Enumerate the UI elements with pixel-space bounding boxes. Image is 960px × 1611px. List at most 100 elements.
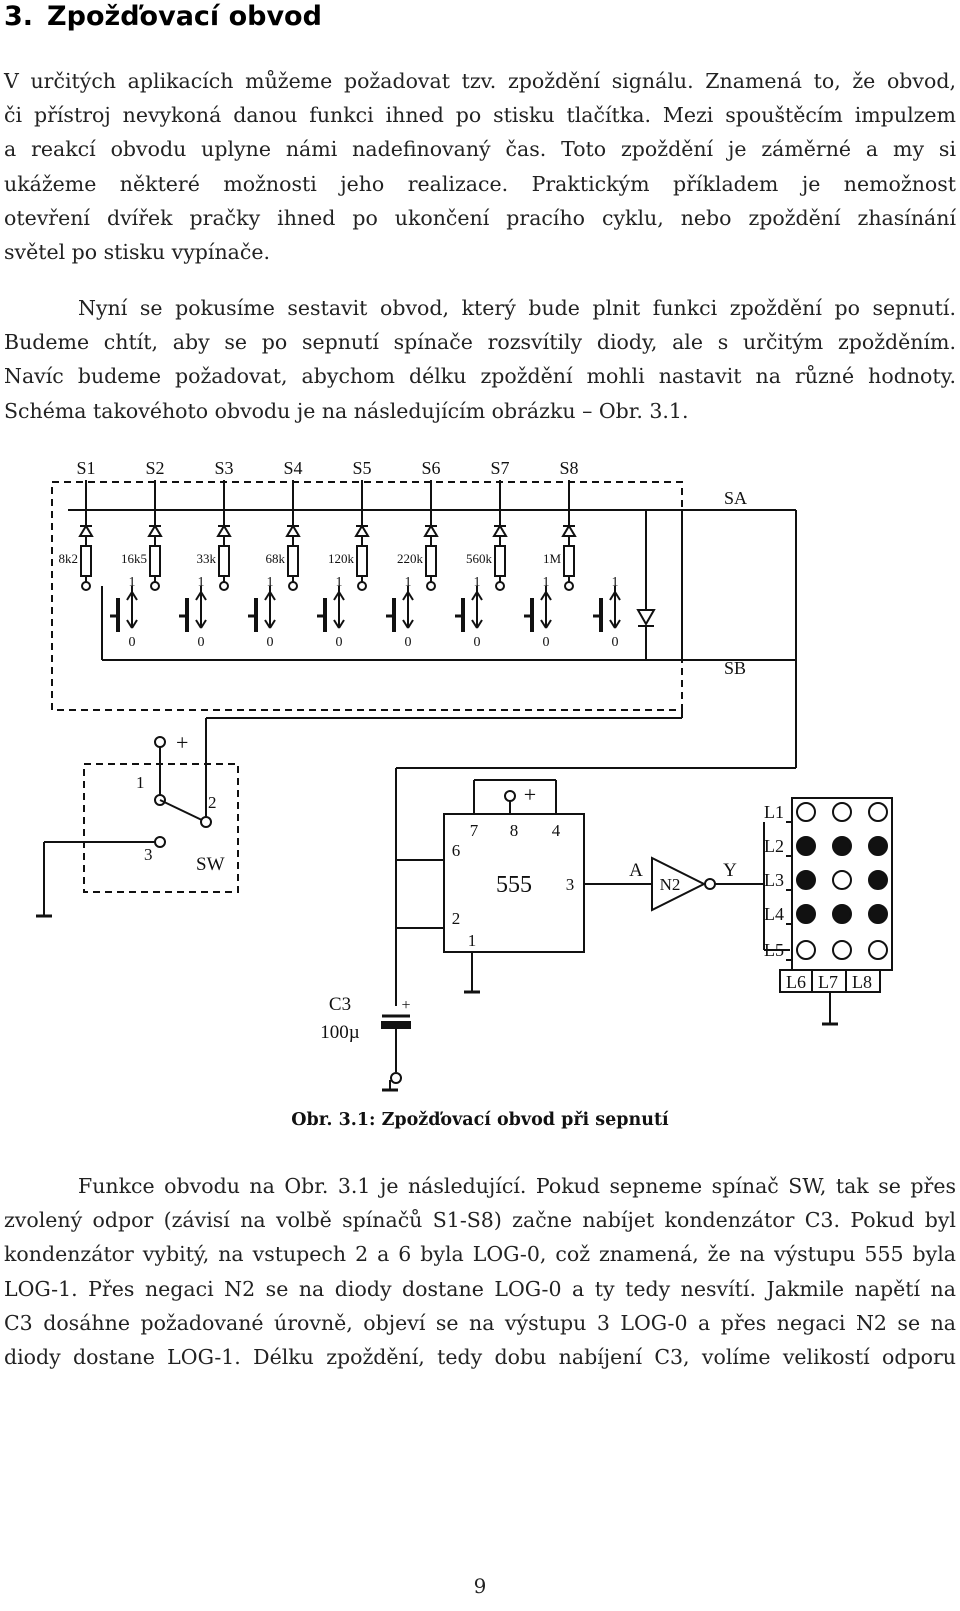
resistor-label: 560k xyxy=(466,551,493,566)
switch-pos-on: 1 xyxy=(405,575,412,590)
led-off xyxy=(832,940,852,960)
switch-arrow-head xyxy=(269,619,276,629)
switch-arrow-head xyxy=(407,591,414,601)
switch-arrow-head xyxy=(200,591,207,601)
switch-pos-off: 0 xyxy=(543,635,550,650)
paragraph-line: kondenzátor vybitý, na vstupech 2 a 6 by… xyxy=(4,1242,956,1267)
capacitor-plate xyxy=(381,1021,411,1029)
switch-terminal xyxy=(81,581,91,591)
switch-arrow-head xyxy=(200,619,207,629)
bus-sa-label: SA xyxy=(724,488,747,508)
paragraph-line: světel po stisku vypínače. xyxy=(4,240,271,265)
paragraph-line: Nyní se pokusíme sestavit obvod, který b… xyxy=(78,296,956,320)
led-row-label: L5 xyxy=(764,940,784,960)
diode-symbol xyxy=(78,524,94,537)
circuit-schematic: SASBS18k210S216k510S333k10S468k10S5120k1… xyxy=(36,458,893,1092)
diode-symbol xyxy=(423,524,439,537)
paragraph-line: Funkce obvodu na Obr. 3.1 je následující… xyxy=(78,1174,956,1198)
section-heading: 3. Zpožďovací obvod xyxy=(4,0,322,34)
terminal xyxy=(154,736,166,748)
switch-terminal xyxy=(426,581,436,591)
paragraph-line: ukážeme některé možnosti jeho realizace.… xyxy=(4,171,956,196)
ic-pin-label: 4 xyxy=(552,821,561,840)
paragraph-intro: V určitých aplikacích můžeme požadovat t… xyxy=(4,64,956,269)
switch-arrow-head xyxy=(476,591,483,601)
resistor-label: 1M xyxy=(543,551,562,566)
switch-arrow-head xyxy=(195,619,202,629)
led-row-label: L1 xyxy=(764,802,784,822)
ic-pin-label: 3 xyxy=(566,875,575,894)
switch-pos-on: 1 xyxy=(612,575,619,590)
ic-pin-label: 8 xyxy=(510,821,519,840)
inverter-bubble xyxy=(704,878,716,890)
paragraph-line: Schéma takovéhoto obvodu je na následují… xyxy=(4,398,689,423)
led-row-label: L3 xyxy=(764,870,784,890)
page-number: 9 xyxy=(473,1574,487,1598)
resistor-label: 16k5 xyxy=(121,551,147,566)
capacitor-name-label: C3 xyxy=(329,994,351,1015)
inverter-name-label: N2 xyxy=(660,875,681,894)
switch-arrow-head xyxy=(131,619,138,629)
led-bottom-label: L7 xyxy=(818,972,838,992)
switch-arrow-head xyxy=(338,591,345,601)
switch-label: S3 xyxy=(214,458,233,478)
switch-arrow-head xyxy=(126,591,133,601)
switch-terminal xyxy=(288,581,298,591)
paragraph-line: a reakcí obvodu uplyne námi nadefinovaný… xyxy=(4,137,956,162)
paragraph-function: Funkce obvodu na Obr. 3.1 je následující… xyxy=(4,1169,956,1374)
led-off xyxy=(868,940,888,960)
resistor-symbol xyxy=(287,545,299,577)
sw-pin-label: 1 xyxy=(136,773,145,792)
switch-arrow-head xyxy=(471,619,478,629)
switch-pos-off: 0 xyxy=(267,635,274,650)
switch-arrow-head xyxy=(614,591,621,601)
bus-sb-label: SB xyxy=(724,658,746,678)
led-on xyxy=(796,870,816,890)
resistor-label: 33k xyxy=(197,551,217,566)
switch-arrow-head xyxy=(471,591,478,601)
switch-bank-box xyxy=(51,481,683,711)
switch-arrow-head xyxy=(609,591,616,601)
switch-label: S8 xyxy=(559,458,578,478)
resistor-symbol xyxy=(149,545,161,577)
led-on xyxy=(868,836,888,856)
switch-arrow-head xyxy=(540,619,547,629)
inverter-symbol xyxy=(651,856,707,912)
sw-pin-label: 3 xyxy=(144,845,153,864)
diode-symbol xyxy=(216,524,232,537)
resistor-symbol xyxy=(80,545,92,577)
diode-symbol xyxy=(285,524,301,537)
diode-symbol xyxy=(147,524,163,537)
section-title: Zpožďovací obvod xyxy=(47,1,322,32)
led-off xyxy=(832,870,852,890)
resistor-symbol xyxy=(425,545,437,577)
switch-arrow-head xyxy=(476,619,483,629)
led-on xyxy=(832,836,852,856)
paragraph-line: otevření dvířek pračky ihned po ukončení… xyxy=(4,205,956,230)
switch-terminal xyxy=(564,581,574,591)
plus-label: + xyxy=(176,730,188,755)
switch-label: S2 xyxy=(145,458,164,478)
switch-pos-on: 1 xyxy=(336,575,343,590)
led-off xyxy=(796,940,816,960)
terminal xyxy=(154,836,166,848)
switch-terminal xyxy=(495,581,505,591)
diode-symbol xyxy=(636,609,656,627)
resistor-label: 68k xyxy=(266,551,286,566)
diode-symbol xyxy=(354,524,370,537)
switch-pos-off: 0 xyxy=(405,635,412,650)
sw-pin-label: 2 xyxy=(208,793,217,812)
switch-arrow-head xyxy=(269,591,276,601)
switch-arrow-head xyxy=(545,619,552,629)
capacitor-value-label: 100µ xyxy=(320,1022,360,1043)
paragraph-line: C3 dosáhne požadované úrovně, objeví se … xyxy=(4,1310,956,1335)
section-number: 3. xyxy=(4,1,34,32)
diode-symbol xyxy=(492,524,508,537)
resistor-label: 120k xyxy=(328,551,355,566)
terminal xyxy=(200,816,212,828)
switch-arrow-head xyxy=(264,591,271,601)
switch-arrow-head xyxy=(195,591,202,601)
led-on xyxy=(868,870,888,890)
resistor-label: 8k2 xyxy=(59,551,79,566)
ic-pin-label: 6 xyxy=(452,841,461,860)
